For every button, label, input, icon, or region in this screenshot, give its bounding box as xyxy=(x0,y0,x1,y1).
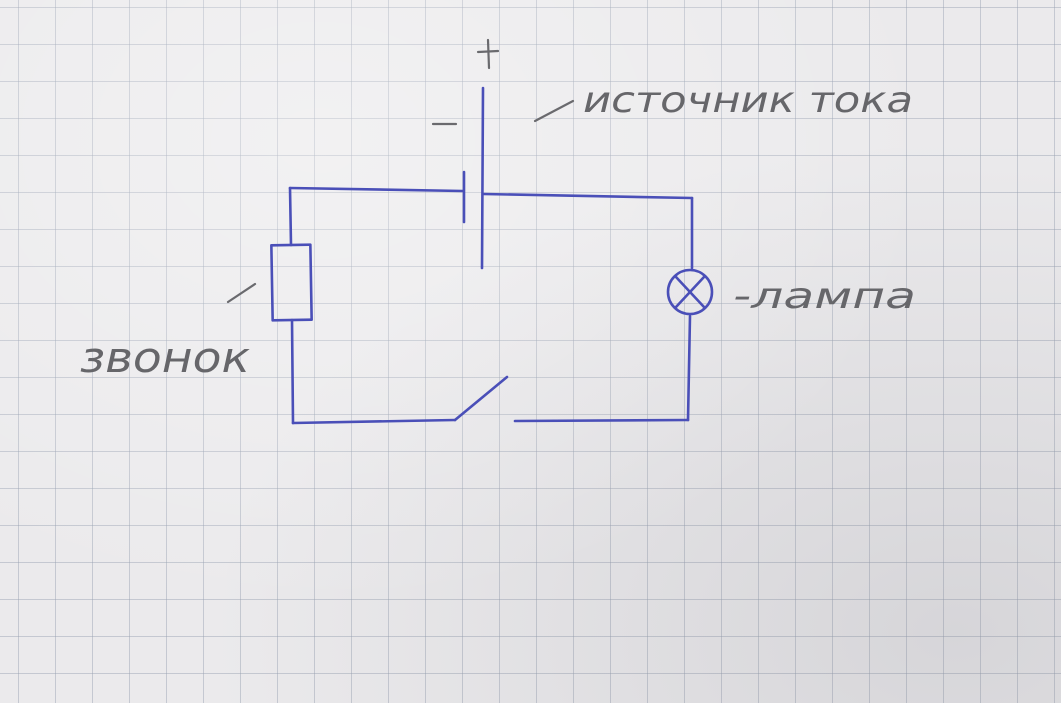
wire-left-bottom xyxy=(290,318,295,425)
source-label: источник тока xyxy=(583,80,913,121)
wire-left-top xyxy=(288,186,293,247)
switch-lever xyxy=(453,375,509,422)
wire-top-right xyxy=(481,192,694,200)
wire-bottom-left xyxy=(291,418,457,425)
wire-bottom-right xyxy=(513,418,690,423)
source-leader-line xyxy=(533,99,575,123)
bell-leader-line xyxy=(226,282,257,304)
lamp-cross-b xyxy=(674,275,706,309)
lamp-circle xyxy=(666,268,714,316)
battery-long-plate xyxy=(480,86,485,270)
bell-symbol xyxy=(270,243,313,322)
lamp-label: -лампа xyxy=(733,276,916,317)
plus-sign xyxy=(476,38,500,70)
bell-label: звонок xyxy=(80,333,251,382)
lamp-symbol xyxy=(666,268,714,316)
circuit-wires xyxy=(288,186,694,425)
wire-right-bottom xyxy=(686,314,692,422)
wire-top-left xyxy=(288,186,465,193)
battery-symbol xyxy=(462,86,485,270)
